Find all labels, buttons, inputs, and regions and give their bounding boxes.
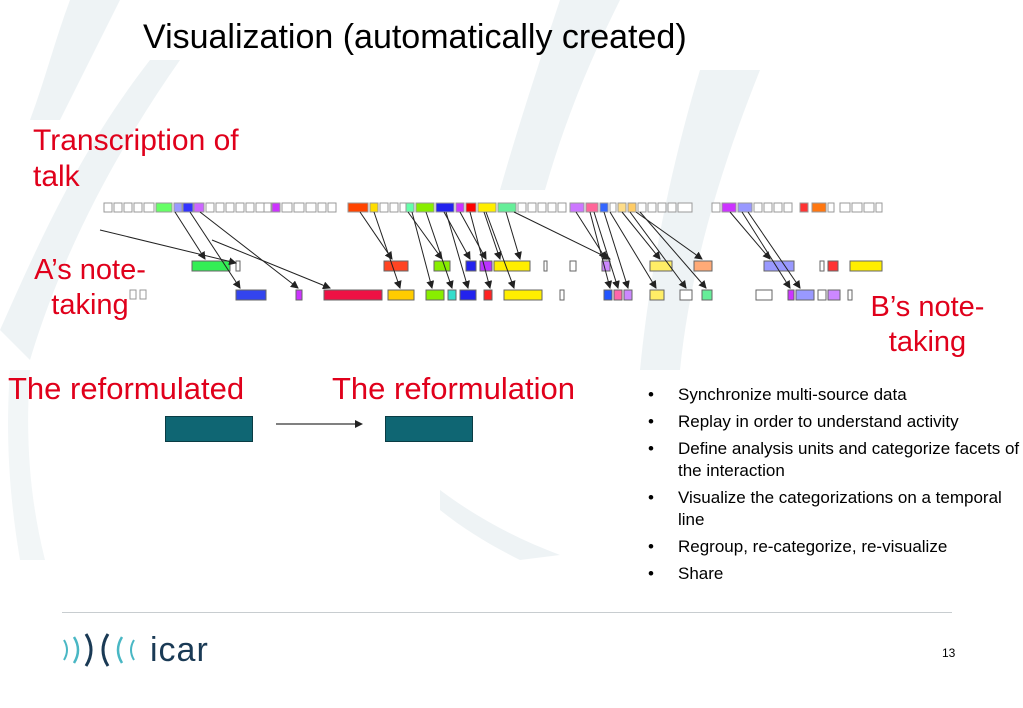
footer-divider (62, 612, 952, 613)
list-item: •Define analysis units and categorize fa… (648, 439, 1020, 480)
reformulated-box (165, 416, 253, 442)
transcription-track (103, 202, 883, 213)
connector-arrows (99, 211, 801, 290)
bullet-icon: • (648, 412, 654, 431)
reformulation-box (385, 416, 473, 442)
b-notes-track (235, 289, 853, 301)
icar-logo: icar (150, 631, 209, 669)
bullet-icon: • (648, 564, 654, 583)
bullet-icon: • (648, 488, 654, 507)
bullet-icon: • (648, 537, 654, 556)
bullet-list: •Synchronize multi-source data •Replay i… (648, 384, 1023, 590)
transcription-label: Transcription of talk (33, 124, 239, 193)
list-item: •Visualize the categorizations on a temp… (648, 488, 1002, 529)
a-notes-label: A’s note-taking (34, 254, 146, 321)
list-item: •Synchronize multi-source data (648, 385, 907, 404)
reformulation-label: The reformulation (332, 371, 575, 406)
bullet-icon: • (648, 385, 654, 404)
b-notes-label: B’s note-taking (870, 291, 985, 358)
bullet-icon: • (648, 439, 654, 458)
a-notes-track (191, 260, 883, 272)
page-title: Visualization (automatically created) (143, 18, 687, 56)
reformulated-label: The reformulated (8, 371, 245, 406)
list-item: •Replay in order to understand activity (648, 412, 959, 431)
list-item: •Regroup, re-categorize, re-visualize (648, 537, 948, 556)
page-number: 13 (942, 646, 956, 660)
list-item: •Share (648, 564, 724, 583)
icar-logo-arcs-icon (63, 633, 135, 667)
